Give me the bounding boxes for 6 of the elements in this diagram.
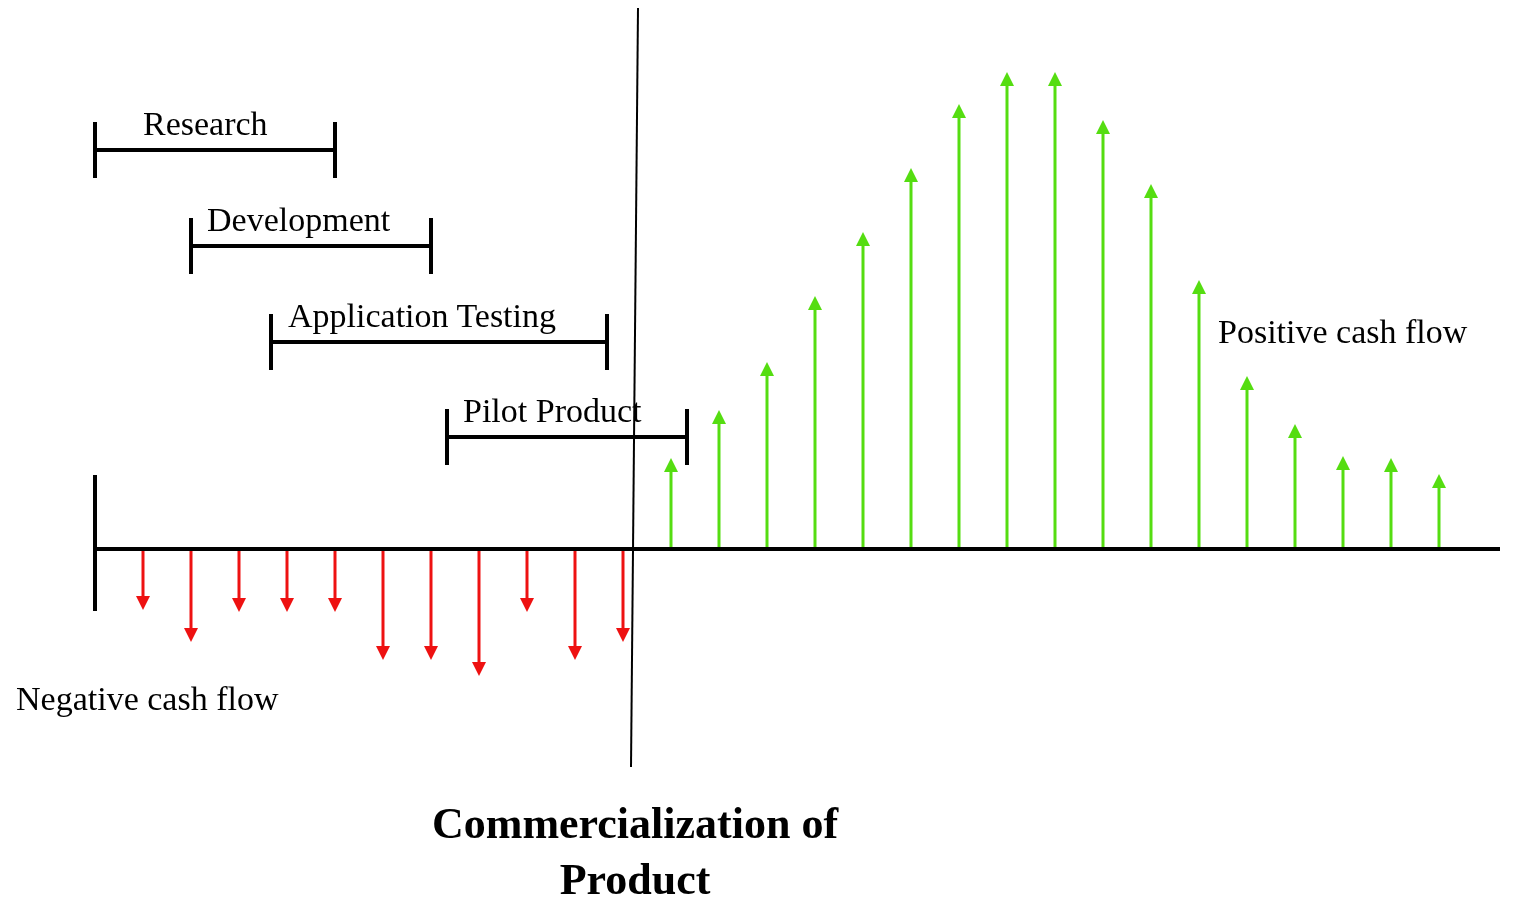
phase-label: Research (143, 104, 268, 144)
phase-label: Development (207, 200, 391, 240)
phase-label: Application Testing (288, 296, 556, 336)
cash-flow-label: Negative cash flow (16, 679, 279, 719)
cash-flow-label: Positive cash flow (1218, 312, 1468, 352)
milestone-label: Commercialization of Product (430, 798, 840, 900)
